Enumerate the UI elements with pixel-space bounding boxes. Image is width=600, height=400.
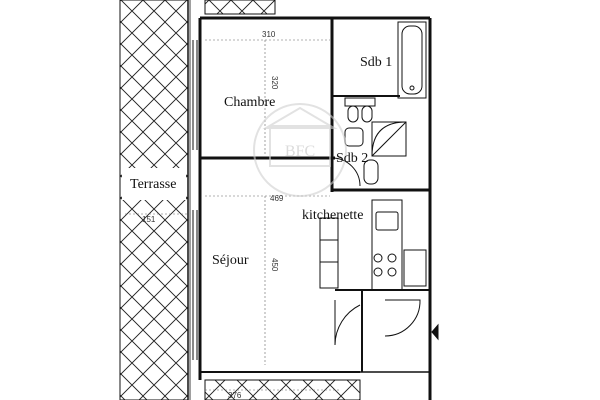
kitchenette-fixtures xyxy=(319,199,427,291)
dimension-label-sejour-height: 450 xyxy=(270,258,279,272)
dimension-label-sejour-width: 469 xyxy=(270,194,284,203)
terrace xyxy=(119,0,191,400)
dimension-label-chambre-height: 320 xyxy=(270,76,279,90)
room-label-sejour: Séjour xyxy=(212,253,249,268)
bathtub xyxy=(397,21,427,99)
watermark: BFC xyxy=(253,103,347,197)
watermark-text: BFC xyxy=(285,143,315,160)
room-label-chambre: Chambre xyxy=(224,95,275,110)
room-label-sdb1: Sdb 1 xyxy=(360,55,392,70)
room-label-kitchenette: kitchenette xyxy=(302,208,363,223)
door-swings xyxy=(331,157,439,346)
dimension-label-bottom-width: 376 xyxy=(228,391,242,400)
windows xyxy=(192,40,198,360)
hatched-strips xyxy=(204,0,361,400)
room-label-sdb2: Sdb 2 xyxy=(336,151,368,166)
room-label-terrasse: Terrasse xyxy=(130,177,176,192)
exterior-walls xyxy=(198,16,432,400)
sanitary-fixtures xyxy=(344,97,407,185)
dimension-label-chambre-width: 310 xyxy=(262,30,276,39)
dimension-label-terrasse-width: 151 xyxy=(142,215,156,224)
interior-walls xyxy=(200,18,430,372)
